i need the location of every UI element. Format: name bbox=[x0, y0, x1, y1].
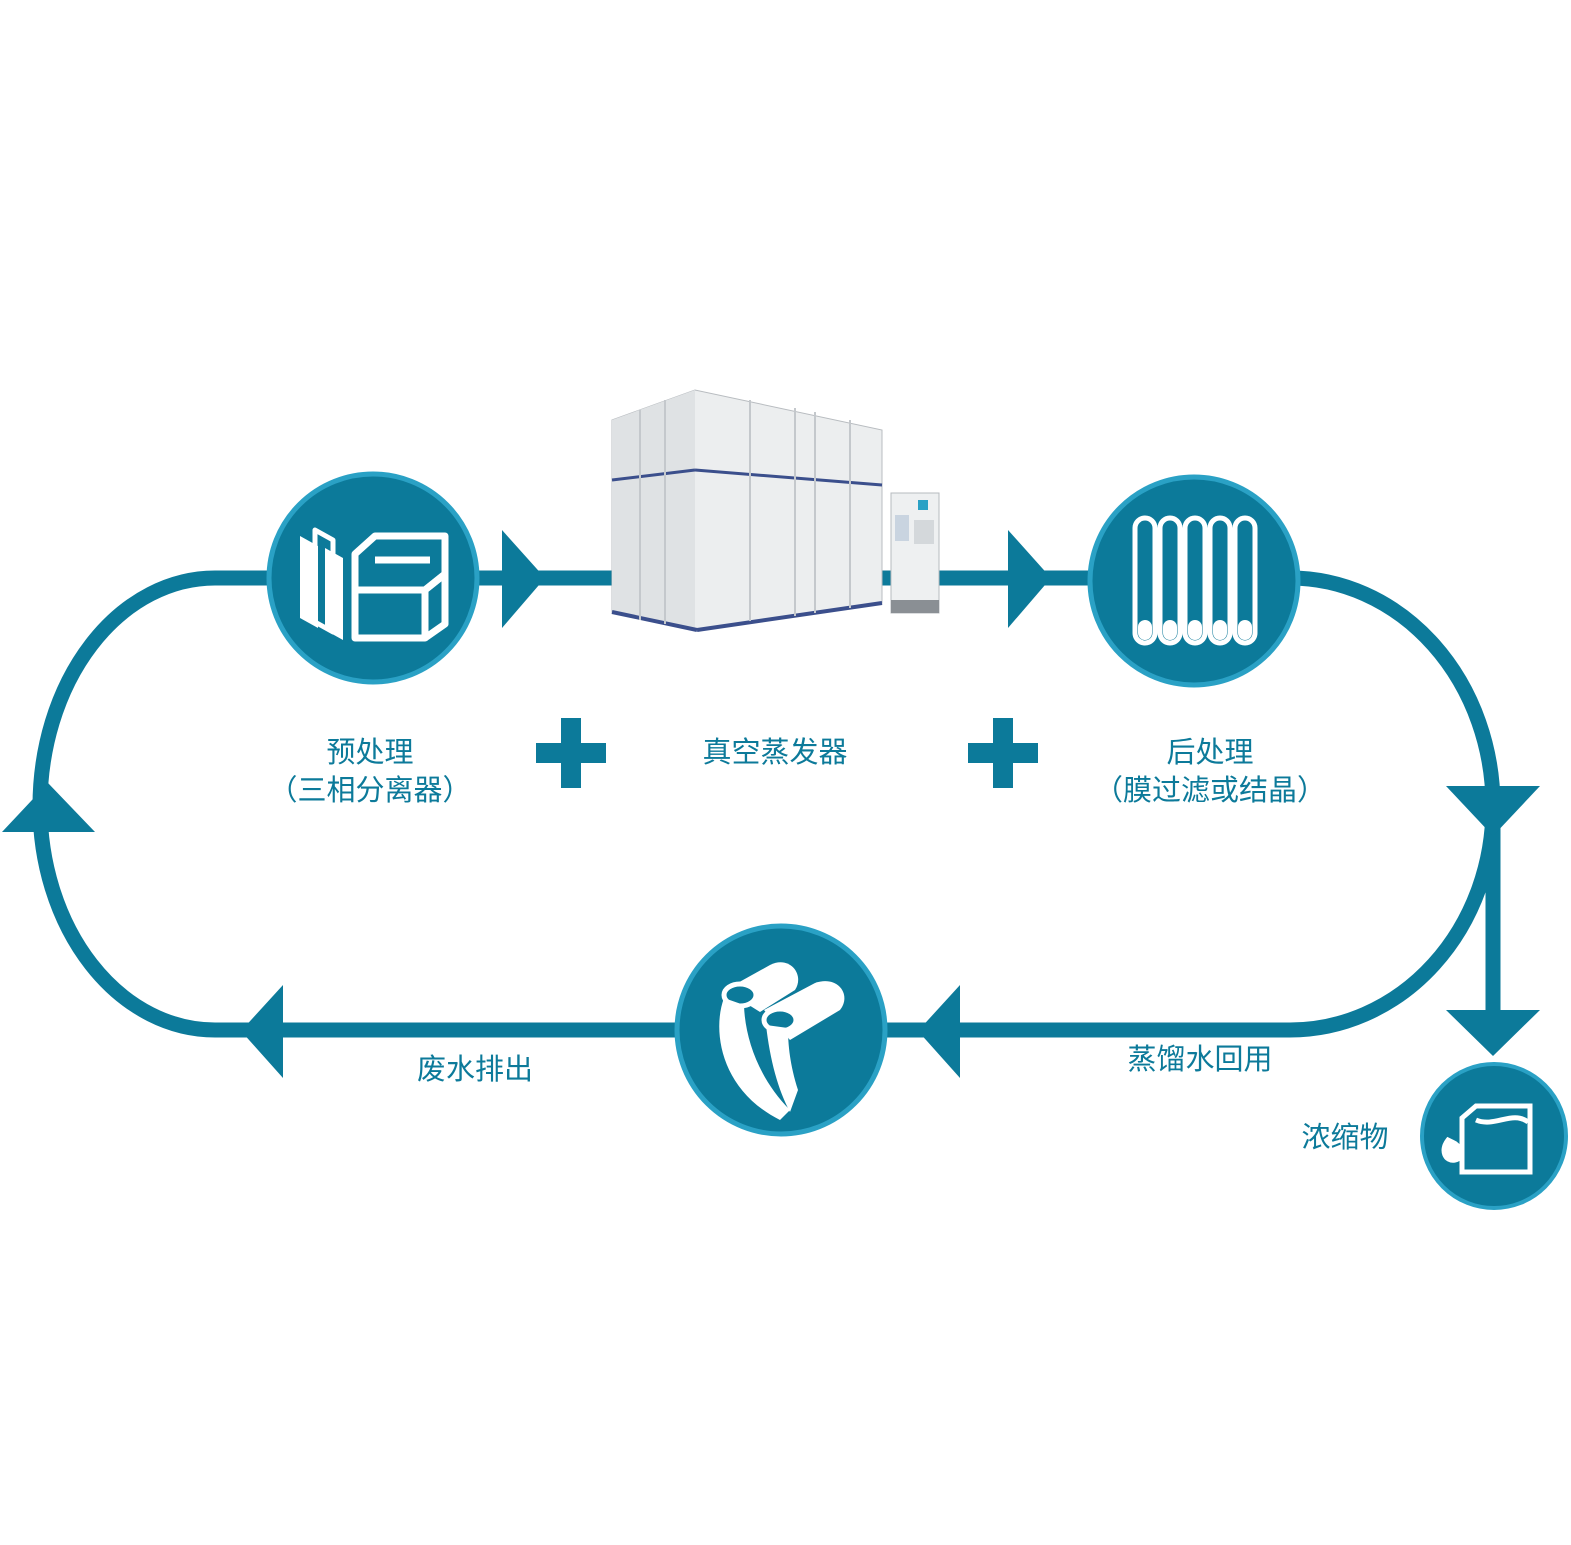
arrow-down-concentrate bbox=[1446, 1010, 1540, 1056]
filter-separator-icon bbox=[300, 527, 449, 642]
arrow-right-1 bbox=[502, 530, 545, 628]
arrow-up-left-loop bbox=[2, 783, 95, 832]
posttreatment-node bbox=[1087, 474, 1301, 688]
discharge-label: 废水排出 bbox=[380, 1050, 570, 1088]
reuse-node bbox=[674, 923, 888, 1137]
concentrate-node bbox=[1420, 1062, 1568, 1210]
pretreatment-label: 预处理 （三相分离器） bbox=[250, 733, 490, 809]
concentrate-container-icon bbox=[1441, 1103, 1533, 1175]
arrow-down-right-loop bbox=[1446, 786, 1540, 836]
concentrate-title: 浓缩物 bbox=[1301, 1120, 1389, 1154]
plus-operator-2 bbox=[968, 718, 1038, 788]
arrow-left-bottom-right bbox=[918, 985, 960, 1078]
membrane-tubes-icon bbox=[1132, 515, 1258, 646]
pretreatment-title: 预处理 bbox=[326, 735, 414, 769]
evaporator-label: 真空蒸发器 bbox=[660, 733, 890, 771]
pretreatment-node bbox=[266, 471, 480, 685]
posttreatment-title: 后处理 bbox=[1166, 735, 1254, 769]
plus-operator-1 bbox=[536, 718, 606, 788]
reuse-label: 蒸馏水回用 bbox=[1100, 1040, 1300, 1078]
concentrate-label: 浓缩物 bbox=[1285, 1118, 1405, 1156]
posttreatment-subtitle: （膜过滤或结晶） bbox=[1093, 773, 1326, 807]
arrow-right-2 bbox=[1008, 530, 1051, 628]
vacuum-evaporator-machine bbox=[611, 389, 940, 632]
water-pipes-icon bbox=[719, 962, 845, 1120]
reuse-title: 蒸馏水回用 bbox=[1127, 1042, 1273, 1076]
posttreatment-label: 后处理 （膜过滤或结晶） bbox=[1075, 733, 1345, 809]
arrow-left-bottom-left bbox=[241, 985, 283, 1078]
evaporator-title: 真空蒸发器 bbox=[702, 735, 848, 769]
pretreatment-subtitle: （三相分离器） bbox=[268, 773, 472, 807]
discharge-title: 废水排出 bbox=[416, 1052, 533, 1086]
